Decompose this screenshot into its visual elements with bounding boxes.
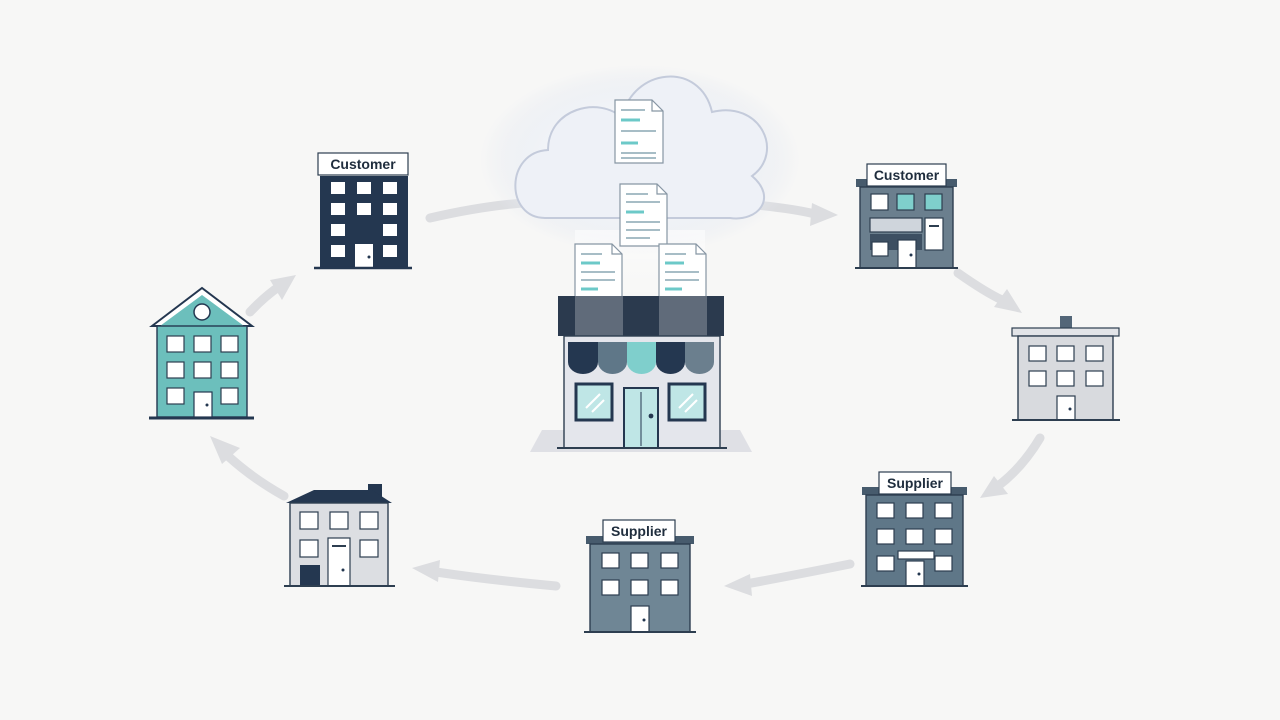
arrow-supplier-to-supplier xyxy=(741,559,855,589)
arrow-building-to-supplier xyxy=(993,433,1045,491)
arrowhead xyxy=(210,436,240,464)
node-building-right xyxy=(1011,316,1120,421)
document-icon xyxy=(614,99,664,164)
arrow-supplier-to-building xyxy=(431,567,561,591)
store-window xyxy=(574,382,614,422)
awning-stripe xyxy=(685,342,714,374)
store-window xyxy=(667,382,707,422)
building-door xyxy=(905,560,925,587)
arrowhead xyxy=(980,476,1008,498)
flow-arrows xyxy=(210,197,1045,596)
arrowhead xyxy=(412,560,440,582)
awning-stripe xyxy=(627,342,656,374)
node-customer-top-right: Customer xyxy=(855,163,958,269)
label-box xyxy=(317,152,409,176)
building-door xyxy=(630,605,650,633)
awning-stripe xyxy=(568,342,598,374)
building-door xyxy=(897,239,917,269)
node-customer-top-left: Customer xyxy=(314,152,412,270)
building-door xyxy=(193,391,213,418)
document-icon xyxy=(574,243,623,307)
node-supplier-bottom-center: Supplier xyxy=(584,519,696,633)
awning-stripe xyxy=(598,342,627,374)
arrowhead xyxy=(810,203,838,226)
node-label: Supplier xyxy=(611,523,668,539)
awning-stripe xyxy=(656,342,685,374)
label-box xyxy=(878,471,952,495)
store-awning xyxy=(568,342,714,374)
arrow-house-to-customer xyxy=(245,281,285,317)
arrow-customer-to-building xyxy=(953,268,1007,305)
label-box xyxy=(602,519,676,543)
store-roof xyxy=(558,296,724,336)
arrow-building-to-house xyxy=(223,451,289,501)
building-door xyxy=(1056,395,1076,421)
node-label: Customer xyxy=(874,167,940,183)
document-icon xyxy=(619,183,668,247)
node-label: Customer xyxy=(330,156,396,172)
central-hub xyxy=(480,65,800,452)
document-icon xyxy=(658,243,707,307)
node-house-left xyxy=(149,286,255,420)
arrowhead xyxy=(724,574,752,596)
arrowhead xyxy=(270,275,296,300)
building-door xyxy=(355,244,373,268)
building-windows xyxy=(331,182,397,257)
label-box xyxy=(866,163,947,187)
node-supplier-bottom-right: Supplier xyxy=(861,471,968,587)
node-building-bottom-left xyxy=(284,484,395,587)
node-label: Supplier xyxy=(887,475,944,491)
store-icon xyxy=(530,296,752,452)
arrowhead xyxy=(994,289,1022,313)
